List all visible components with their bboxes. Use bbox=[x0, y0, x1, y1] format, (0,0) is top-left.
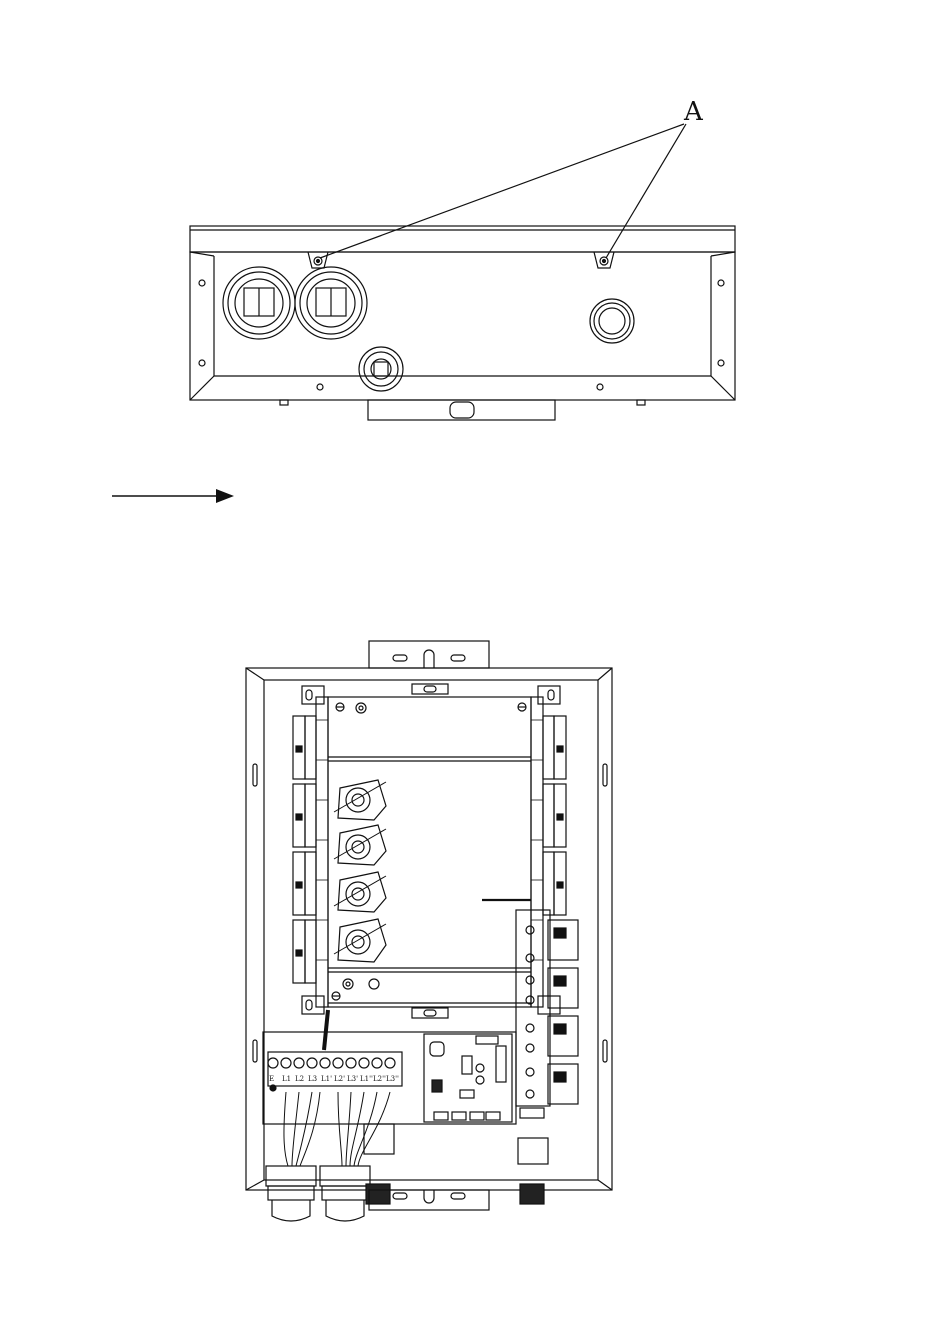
leader-line-right bbox=[606, 124, 686, 258]
bottom-gland-4 bbox=[518, 1108, 548, 1204]
left-rail bbox=[316, 697, 328, 1007]
breaker-1 bbox=[334, 780, 386, 820]
terminal-label: E bbox=[269, 1075, 274, 1083]
breaker-3 bbox=[334, 872, 386, 912]
fuse-holder-panel bbox=[516, 910, 578, 1106]
breaker-2 bbox=[334, 825, 386, 865]
breaker-4 bbox=[334, 919, 386, 962]
cable-gland-1 bbox=[223, 267, 295, 339]
bottom-gland-1 bbox=[266, 1166, 316, 1221]
interior-view bbox=[246, 641, 612, 1221]
terminal-label: L1'' bbox=[360, 1075, 373, 1083]
screw-a-right bbox=[594, 252, 614, 268]
control-board bbox=[424, 1034, 512, 1122]
terminal-label: L2'' bbox=[373, 1075, 386, 1083]
terminal-labels: E L1 L2 L3 L1' L2' L3' L1'' L2'' L3'' bbox=[269, 1075, 399, 1083]
left-terminal-blocks bbox=[293, 716, 316, 983]
terminal-label: L3' bbox=[347, 1075, 358, 1083]
callout-label-a: A bbox=[683, 97, 704, 127]
cable-gland-2 bbox=[295, 267, 367, 339]
mounting-bracket bbox=[368, 400, 555, 420]
leader-line-left bbox=[320, 124, 684, 258]
terminal-strip bbox=[268, 1052, 402, 1091]
terminal-label: L2' bbox=[334, 1075, 345, 1083]
terminal-label: L2 bbox=[295, 1075, 304, 1083]
terminal-label: L3'' bbox=[386, 1075, 399, 1083]
bottom-view bbox=[190, 124, 735, 420]
cable-gland-4 bbox=[590, 299, 634, 343]
terminal-label: L1' bbox=[321, 1075, 332, 1083]
terminal-label: L3 bbox=[308, 1075, 317, 1083]
terminal-label: L1 bbox=[282, 1075, 291, 1083]
bottom-gland-2 bbox=[320, 1166, 370, 1221]
screw-a-left bbox=[308, 252, 328, 268]
cable-gland-3 bbox=[359, 347, 403, 391]
right-terminal-blocks bbox=[543, 716, 566, 915]
direction-arrow bbox=[112, 489, 234, 503]
wiring bbox=[284, 1010, 390, 1166]
top-mounting-bracket bbox=[369, 641, 489, 668]
mounting-plate bbox=[328, 697, 531, 1007]
